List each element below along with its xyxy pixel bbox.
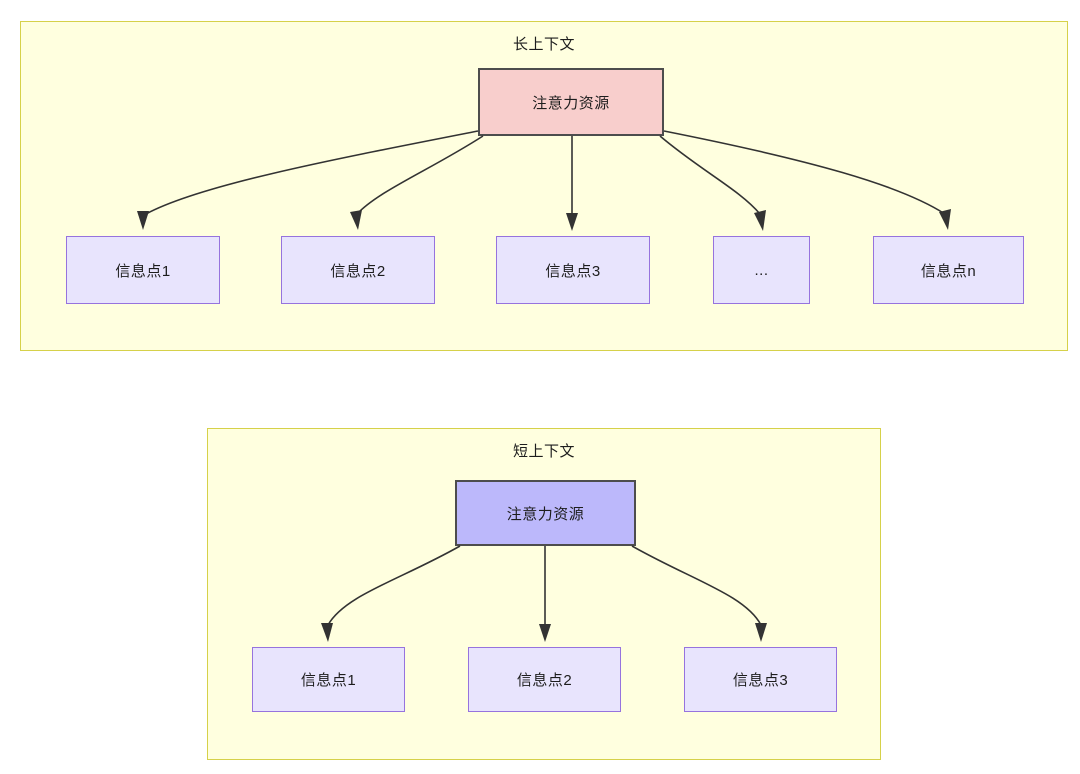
long-context-info-point-ellipsis[interactable]: ... (713, 236, 810, 304)
node-label: 信息点1 (300, 672, 357, 689)
long-context-title: 长上下文 (512, 36, 575, 53)
node-label: 信息点2 (330, 262, 386, 280)
short-context-attention-resource-node[interactable]: 注意力资源 (455, 480, 636, 546)
long-context-info-point-n[interactable]: 信息点n (873, 236, 1024, 304)
node-label: ... (754, 261, 769, 279)
short-context-info-point-1[interactable]: 信息点1 (252, 647, 405, 712)
node-label: 注意力资源 (532, 94, 610, 112)
node-label: 信息点3 (732, 672, 789, 689)
short-context-title: 短上下文 (512, 443, 575, 460)
node-label: 注意力资源 (506, 505, 585, 523)
node-label: 信息点2 (516, 672, 573, 689)
node-label: 信息点1 (115, 262, 171, 280)
long-context-info-point-3[interactable]: 信息点3 (496, 236, 650, 304)
node-label: 信息点3 (545, 262, 601, 280)
long-context-attention-resource-node[interactable]: 注意力资源 (478, 68, 664, 136)
short-context-info-point-3[interactable]: 信息点3 (684, 647, 837, 712)
node-label: 信息点n (920, 262, 977, 280)
short-context-info-point-2[interactable]: 信息点2 (468, 647, 621, 712)
long-context-info-point-1[interactable]: 信息点1 (66, 236, 220, 304)
long-context-info-point-2[interactable]: 信息点2 (281, 236, 435, 304)
